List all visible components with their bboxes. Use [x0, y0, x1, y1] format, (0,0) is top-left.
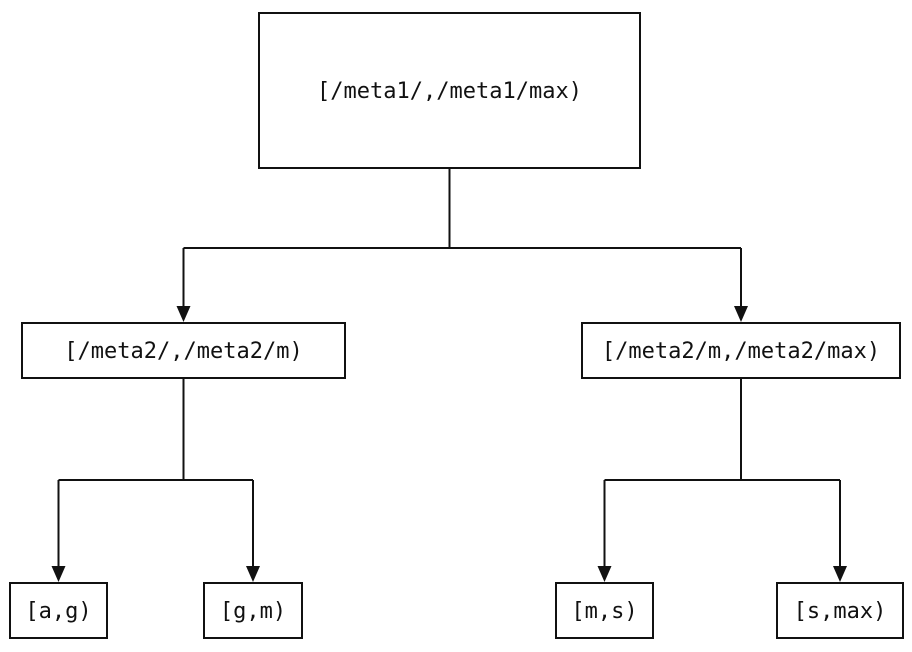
node-label: [/meta2/,/meta2/m): [64, 339, 302, 364]
arrowhead-icon: [833, 566, 847, 582]
node-box: [9, 582, 108, 639]
arrowhead-icon: [734, 306, 748, 322]
tree-node-leaf_gm: [g,m): [203, 582, 303, 639]
node-label: [s,max): [794, 599, 887, 624]
tree-node-leaf_ag: [a,g): [9, 582, 108, 639]
node-label: [g,m): [220, 599, 286, 624]
node-box: [776, 582, 904, 639]
arrowhead-icon: [597, 566, 612, 582]
node-label: [/meta1/,/meta1/max): [317, 79, 582, 104]
tree-node-meta2_low: [/meta2/,/meta2/m): [21, 322, 346, 379]
edge-group-root: [176, 168, 748, 322]
edge-group-meta2_low: [51, 378, 260, 582]
tree-node-root: [/meta1/,/meta1/max): [258, 12, 641, 169]
node-box: [203, 582, 303, 639]
edge-group-meta2_high: [597, 378, 847, 582]
tree-node-meta2_high: [/meta2/m,/meta2/max): [581, 322, 901, 379]
node-label: [m,s): [571, 599, 637, 624]
node-label: [a,g): [25, 599, 91, 624]
node-box: [21, 322, 346, 379]
tree-node-leaf_ms: [m,s): [555, 582, 654, 639]
node-label: [/meta2/m,/meta2/max): [602, 339, 880, 364]
node-box: [581, 322, 901, 379]
node-box: [258, 12, 641, 169]
node-box: [555, 582, 654, 639]
arrowhead-icon: [246, 566, 260, 582]
arrowhead-icon: [51, 566, 66, 582]
tree-node-leaf_smax: [s,max): [776, 582, 904, 639]
arrowhead-icon: [176, 306, 191, 322]
